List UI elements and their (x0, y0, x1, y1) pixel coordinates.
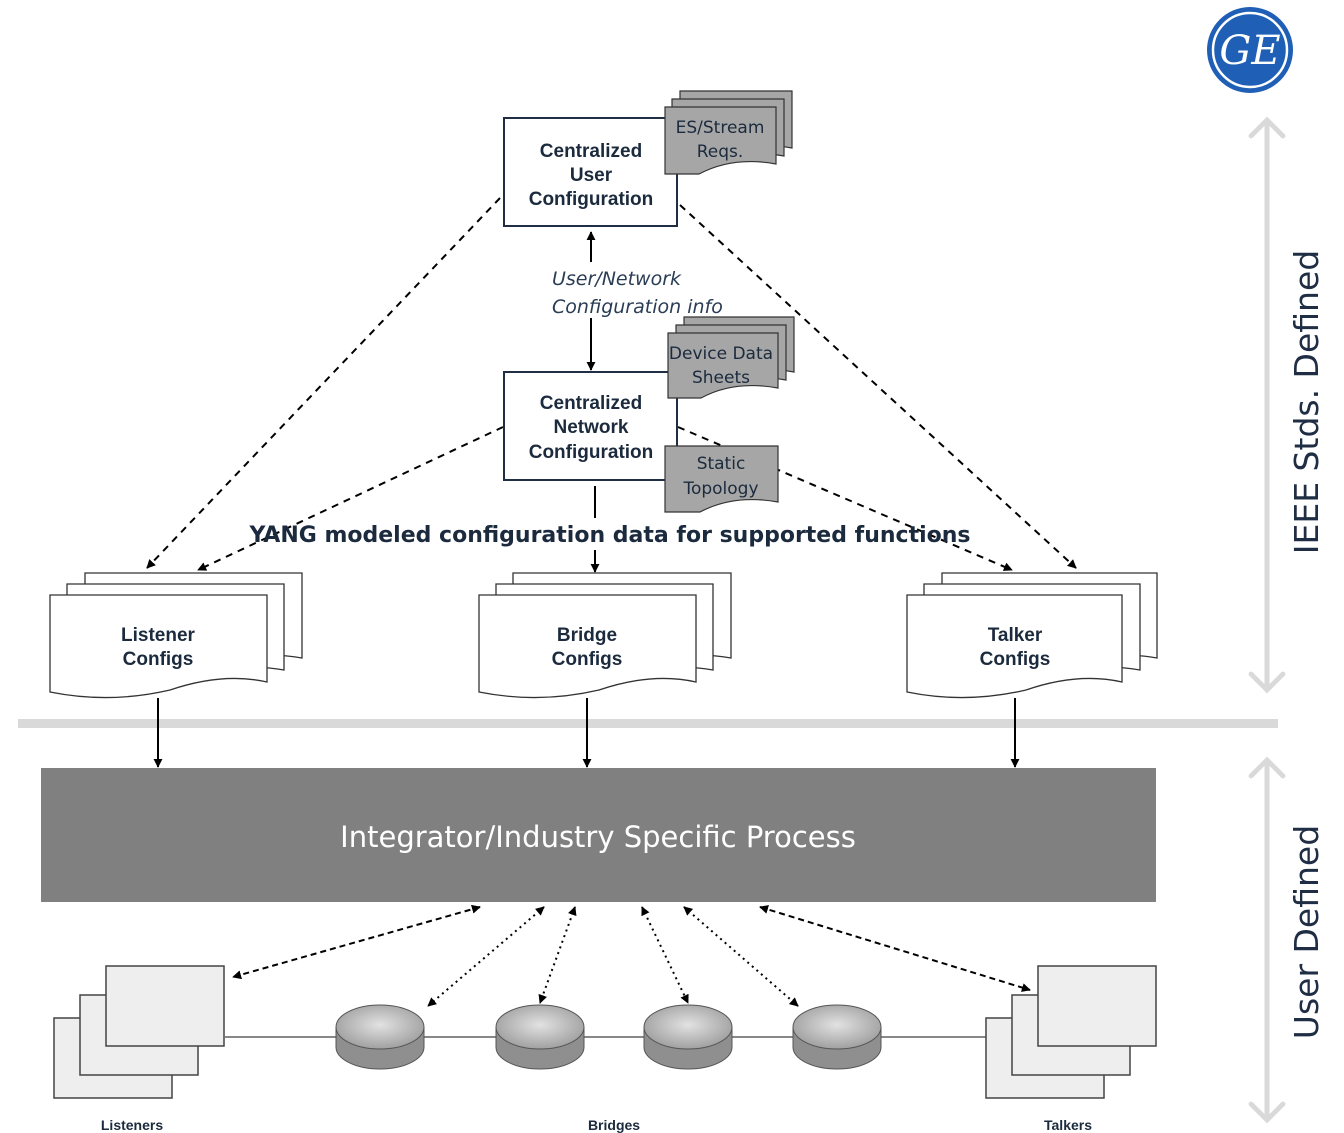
bridge-2 (495, 1004, 585, 1070)
listener-devices: Listeners (53, 965, 225, 1133)
listener-configs-document: Listener Configs (49, 572, 303, 699)
process-bridge-4-arrow (683, 906, 799, 1007)
cnc-line-2: Network (554, 417, 629, 438)
annotation-line-2: Configuration info (552, 296, 723, 318)
annotation-line-1: User/Network (552, 268, 682, 290)
process-label: Integrator/Industry Specific Process (340, 820, 856, 854)
es-stream-line-2: Reqs. (697, 142, 744, 162)
talkers-label: Talkers (1044, 1117, 1092, 1133)
ieee-stds-label: IEEE Stds. Defined (1287, 250, 1326, 554)
cnc-line-3: Configuration (529, 442, 654, 463)
dashed-connectors (146, 197, 1077, 571)
cuc-to-talker-arrow (679, 204, 1077, 569)
yang-banner: YANG modeled configuration data for supp… (248, 523, 970, 548)
cuc-to-listener-arrow (146, 197, 501, 569)
device-data-sheets-document: Device Data Sheets (667, 316, 795, 399)
cuc-node: Centralized User Configuration (503, 117, 678, 227)
bridges-label: Bridges (588, 1117, 640, 1133)
process-bridge-2-arrow (538, 906, 577, 1004)
bridge-1 (335, 1004, 425, 1070)
cuc-line-3: Configuration (529, 189, 654, 210)
process-bridge-1-arrow (427, 906, 545, 1007)
device-data-line-2: Sheets (692, 368, 750, 388)
process-talker-arrow (759, 905, 1031, 992)
bridge-configs-line-1: Bridge (557, 625, 617, 646)
static-topology-document: Static Topology (664, 445, 779, 513)
ge-logo: GE (1207, 7, 1293, 93)
cnc-line-1: Centralized (540, 393, 642, 414)
device-data-line-1: Device Data (669, 344, 773, 364)
listeners-label: Listeners (101, 1117, 163, 1133)
integrator-process-bar: Integrator/Industry Specific Process (41, 768, 1156, 902)
es-stream-reqs-document: ES/Stream Reqs. (664, 90, 793, 175)
es-stream-line-1: ES/Stream (676, 118, 765, 138)
bridge-devices: Bridges (335, 1004, 882, 1133)
talker-configs-line-1: Talker (988, 625, 1043, 646)
scope-divider (18, 719, 1278, 728)
cnc-node: Centralized Network Configuration (503, 371, 678, 481)
user-defined-label: User Defined (1287, 825, 1326, 1039)
static-topology-line-1: Static (697, 454, 746, 474)
static-topology-line-2: Topology (682, 479, 758, 499)
talker-configs-line-2: Configs (980, 649, 1051, 670)
user-network-annotation: User/Network Configuration info (552, 268, 723, 318)
process-bridge-3-arrow (641, 906, 689, 1004)
process-device-arrows (232, 904, 1031, 1007)
scope-indicators: IEEE Stds. Defined User Defined (1248, 116, 1326, 1124)
cnc-to-listener-arrow (197, 426, 504, 571)
cnc-to-talker-arrow (677, 426, 1013, 571)
cuc-line-1: Centralized (540, 141, 642, 162)
solid-connectors (153, 231, 1020, 768)
cuc-line-2: User (570, 165, 613, 186)
listener-configs-line-1: Listener (121, 625, 196, 646)
talker-configs-document: Talker Configs (906, 572, 1158, 699)
process-listener-arrow (232, 904, 481, 980)
logo-text: GE (1219, 28, 1280, 74)
bridge-configs-line-2: Configs (552, 649, 623, 670)
listener-configs-line-2: Configs (123, 649, 194, 670)
talker-devices: Talkers (985, 965, 1157, 1133)
bridge-4 (792, 1004, 882, 1070)
bridge-3 (643, 1004, 733, 1070)
bridge-configs-document: Bridge Configs (478, 572, 732, 699)
